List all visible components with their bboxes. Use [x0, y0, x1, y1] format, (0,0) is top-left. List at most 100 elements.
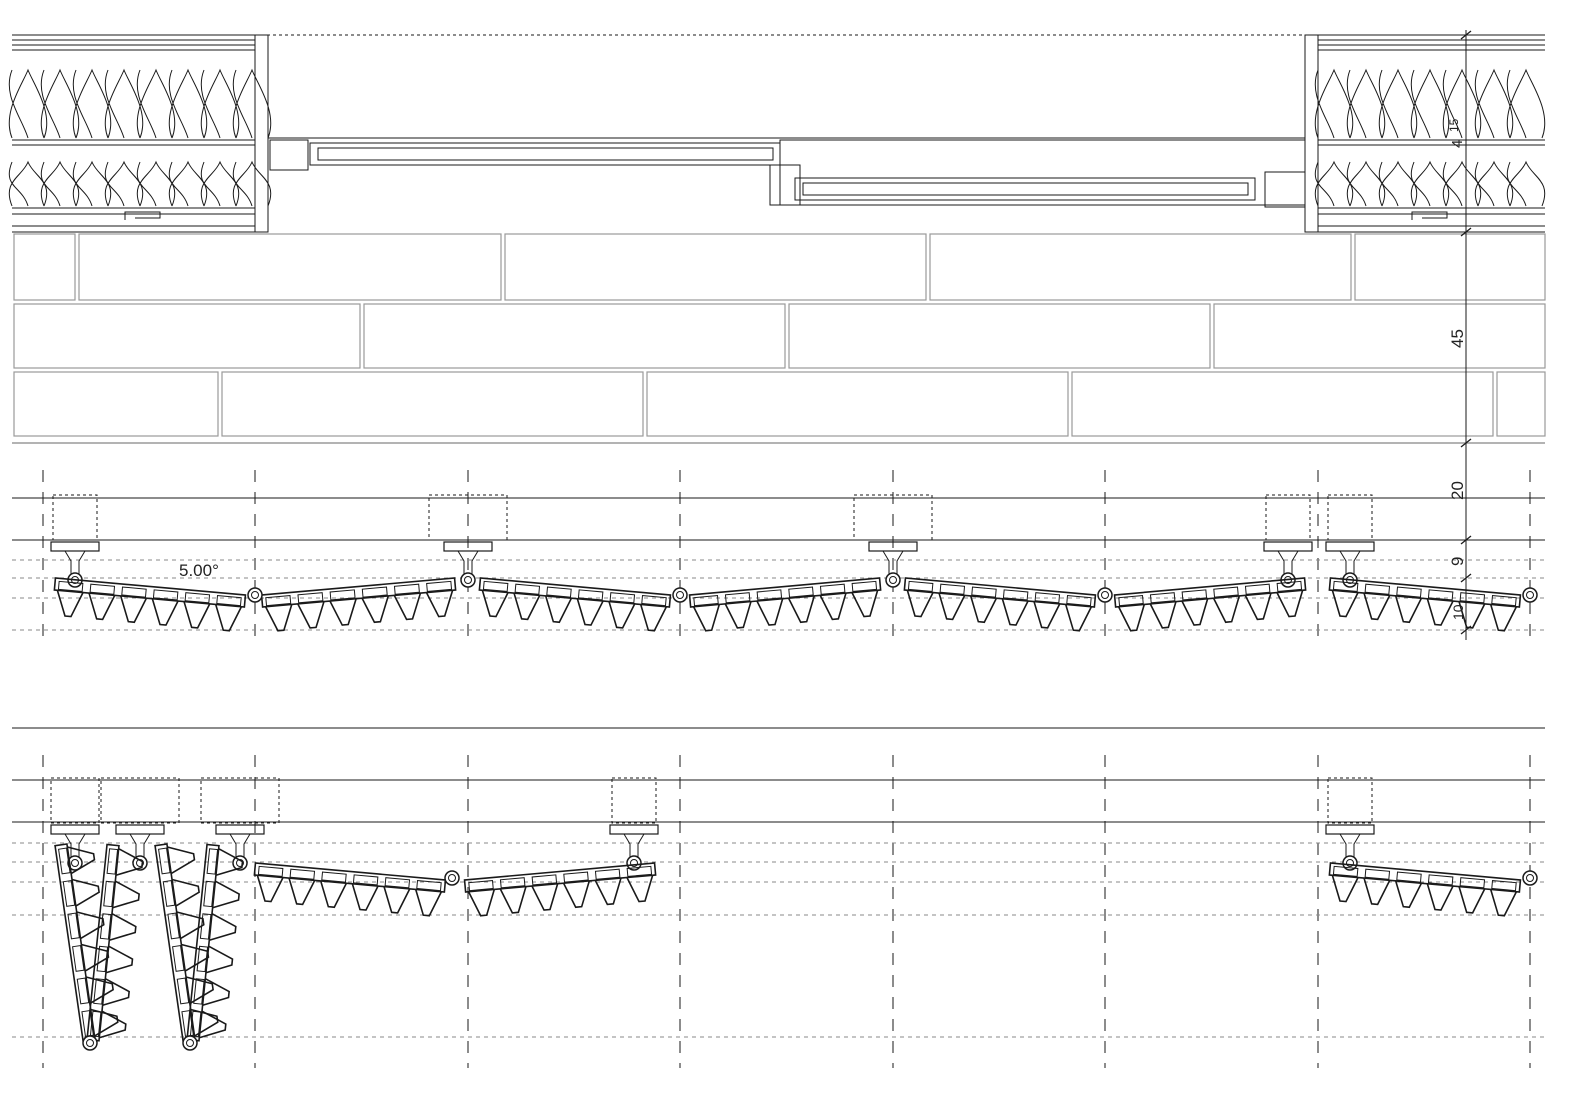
louver-blade — [186, 843, 244, 1042]
blade-cell — [158, 847, 171, 875]
blade-cell — [176, 977, 190, 1005]
hanger-plate — [50, 824, 100, 835]
dimension-tick — [1460, 573, 1472, 583]
pivot-icon — [82, 1035, 98, 1051]
blade-fin — [481, 590, 509, 618]
blade-cell — [1427, 874, 1454, 886]
blade-fin — [71, 878, 100, 907]
blade-fin — [544, 595, 573, 624]
blade-cell — [1181, 589, 1208, 601]
carrier-box — [611, 777, 657, 824]
blade-cell — [756, 589, 783, 601]
blade-cell — [1459, 592, 1486, 604]
carrier-box — [200, 777, 280, 824]
blade-cell — [57, 580, 84, 592]
blade-bar — [688, 577, 882, 608]
blade-fin — [215, 847, 244, 876]
brick — [13, 371, 219, 437]
louver-blade — [903, 577, 1097, 632]
wall-section — [8, 34, 1546, 233]
hanger-stem — [1277, 550, 1299, 577]
blade-cell — [1213, 586, 1239, 598]
hanger-stem — [1339, 833, 1361, 860]
blade-bar — [53, 577, 247, 608]
blade-cell — [1364, 868, 1391, 880]
dimension-label-45: 45 — [1448, 329, 1467, 348]
blade-cell — [1118, 594, 1144, 607]
dimension-tick — [1460, 227, 1472, 237]
blade-cell — [724, 592, 751, 604]
blade-cell — [482, 580, 509, 592]
blade-cell — [1149, 592, 1176, 604]
pivot-icon — [1342, 855, 1358, 871]
pivot-core — [676, 591, 684, 599]
blade-fin — [576, 598, 604, 626]
hanger-plate — [609, 824, 659, 835]
blade-cell — [1066, 594, 1092, 607]
blade-fin — [414, 889, 443, 917]
louver-blade — [463, 862, 657, 917]
blade-cell — [1491, 879, 1517, 892]
brick — [13, 303, 361, 369]
carrier-box — [428, 494, 508, 541]
blade-fin — [76, 911, 105, 940]
blade-fin — [1458, 886, 1486, 914]
hanger-plate — [50, 541, 100, 552]
pivot-core — [1526, 591, 1534, 599]
blade-cell — [89, 1010, 102, 1038]
hanger-stem — [457, 550, 479, 577]
blade-cell — [297, 592, 324, 604]
blade-fin — [1117, 604, 1146, 632]
angle-label: 5.00° — [179, 561, 219, 580]
blade-fin — [499, 886, 527, 914]
frame-outline — [779, 139, 1306, 206]
pivot-core — [1101, 591, 1109, 599]
louver-blade — [1113, 577, 1307, 632]
blade-fin — [1244, 592, 1272, 621]
blade-fin — [90, 1008, 119, 1037]
carrier-box — [52, 494, 98, 541]
blade-fin — [214, 604, 243, 632]
brick — [1496, 371, 1546, 437]
brick — [788, 303, 1211, 369]
hanger-plate — [443, 541, 493, 552]
blade-bar — [478, 577, 672, 608]
blade-cell — [1396, 586, 1422, 598]
blade-cell — [563, 871, 589, 883]
blade-fin — [787, 595, 816, 624]
frame-profile-right — [1264, 171, 1306, 208]
dimension-label-20: 20 — [1448, 481, 1467, 500]
blade-fin — [351, 883, 379, 911]
hanger-stem — [64, 550, 86, 577]
pivot-core — [464, 576, 472, 584]
blade-cell — [76, 977, 90, 1005]
blade-fin — [467, 889, 496, 917]
carrier-box — [1327, 494, 1373, 541]
dimension-label-4: 4 — [1449, 140, 1466, 148]
blade-cell — [1002, 589, 1029, 601]
louver-blade — [478, 577, 672, 632]
carrier-box — [853, 494, 933, 541]
carrier-box — [1327, 777, 1373, 824]
blade-cell — [1034, 592, 1061, 604]
louver-blade — [1328, 862, 1522, 917]
blade-fin — [851, 590, 879, 618]
blade-cell — [72, 945, 85, 972]
blade-cell — [907, 580, 934, 592]
blade-cell — [1364, 583, 1391, 595]
blade-cell — [189, 1010, 202, 1038]
blade-fin — [297, 601, 325, 629]
blade-cell — [361, 586, 388, 598]
sash-glass-2 — [802, 182, 1249, 196]
hanger-stem — [1339, 550, 1361, 577]
blade-cell — [352, 874, 379, 886]
pivot-icon — [1522, 870, 1538, 886]
pivot-icon — [1522, 587, 1538, 603]
blade-bar — [1113, 577, 1307, 608]
blade-cell — [384, 877, 411, 889]
brick — [504, 233, 927, 301]
louver-blade — [260, 577, 457, 632]
pivot-core — [448, 874, 456, 882]
blade-fin — [1331, 590, 1359, 618]
dimension-label-10: 10 — [1450, 604, 1466, 620]
